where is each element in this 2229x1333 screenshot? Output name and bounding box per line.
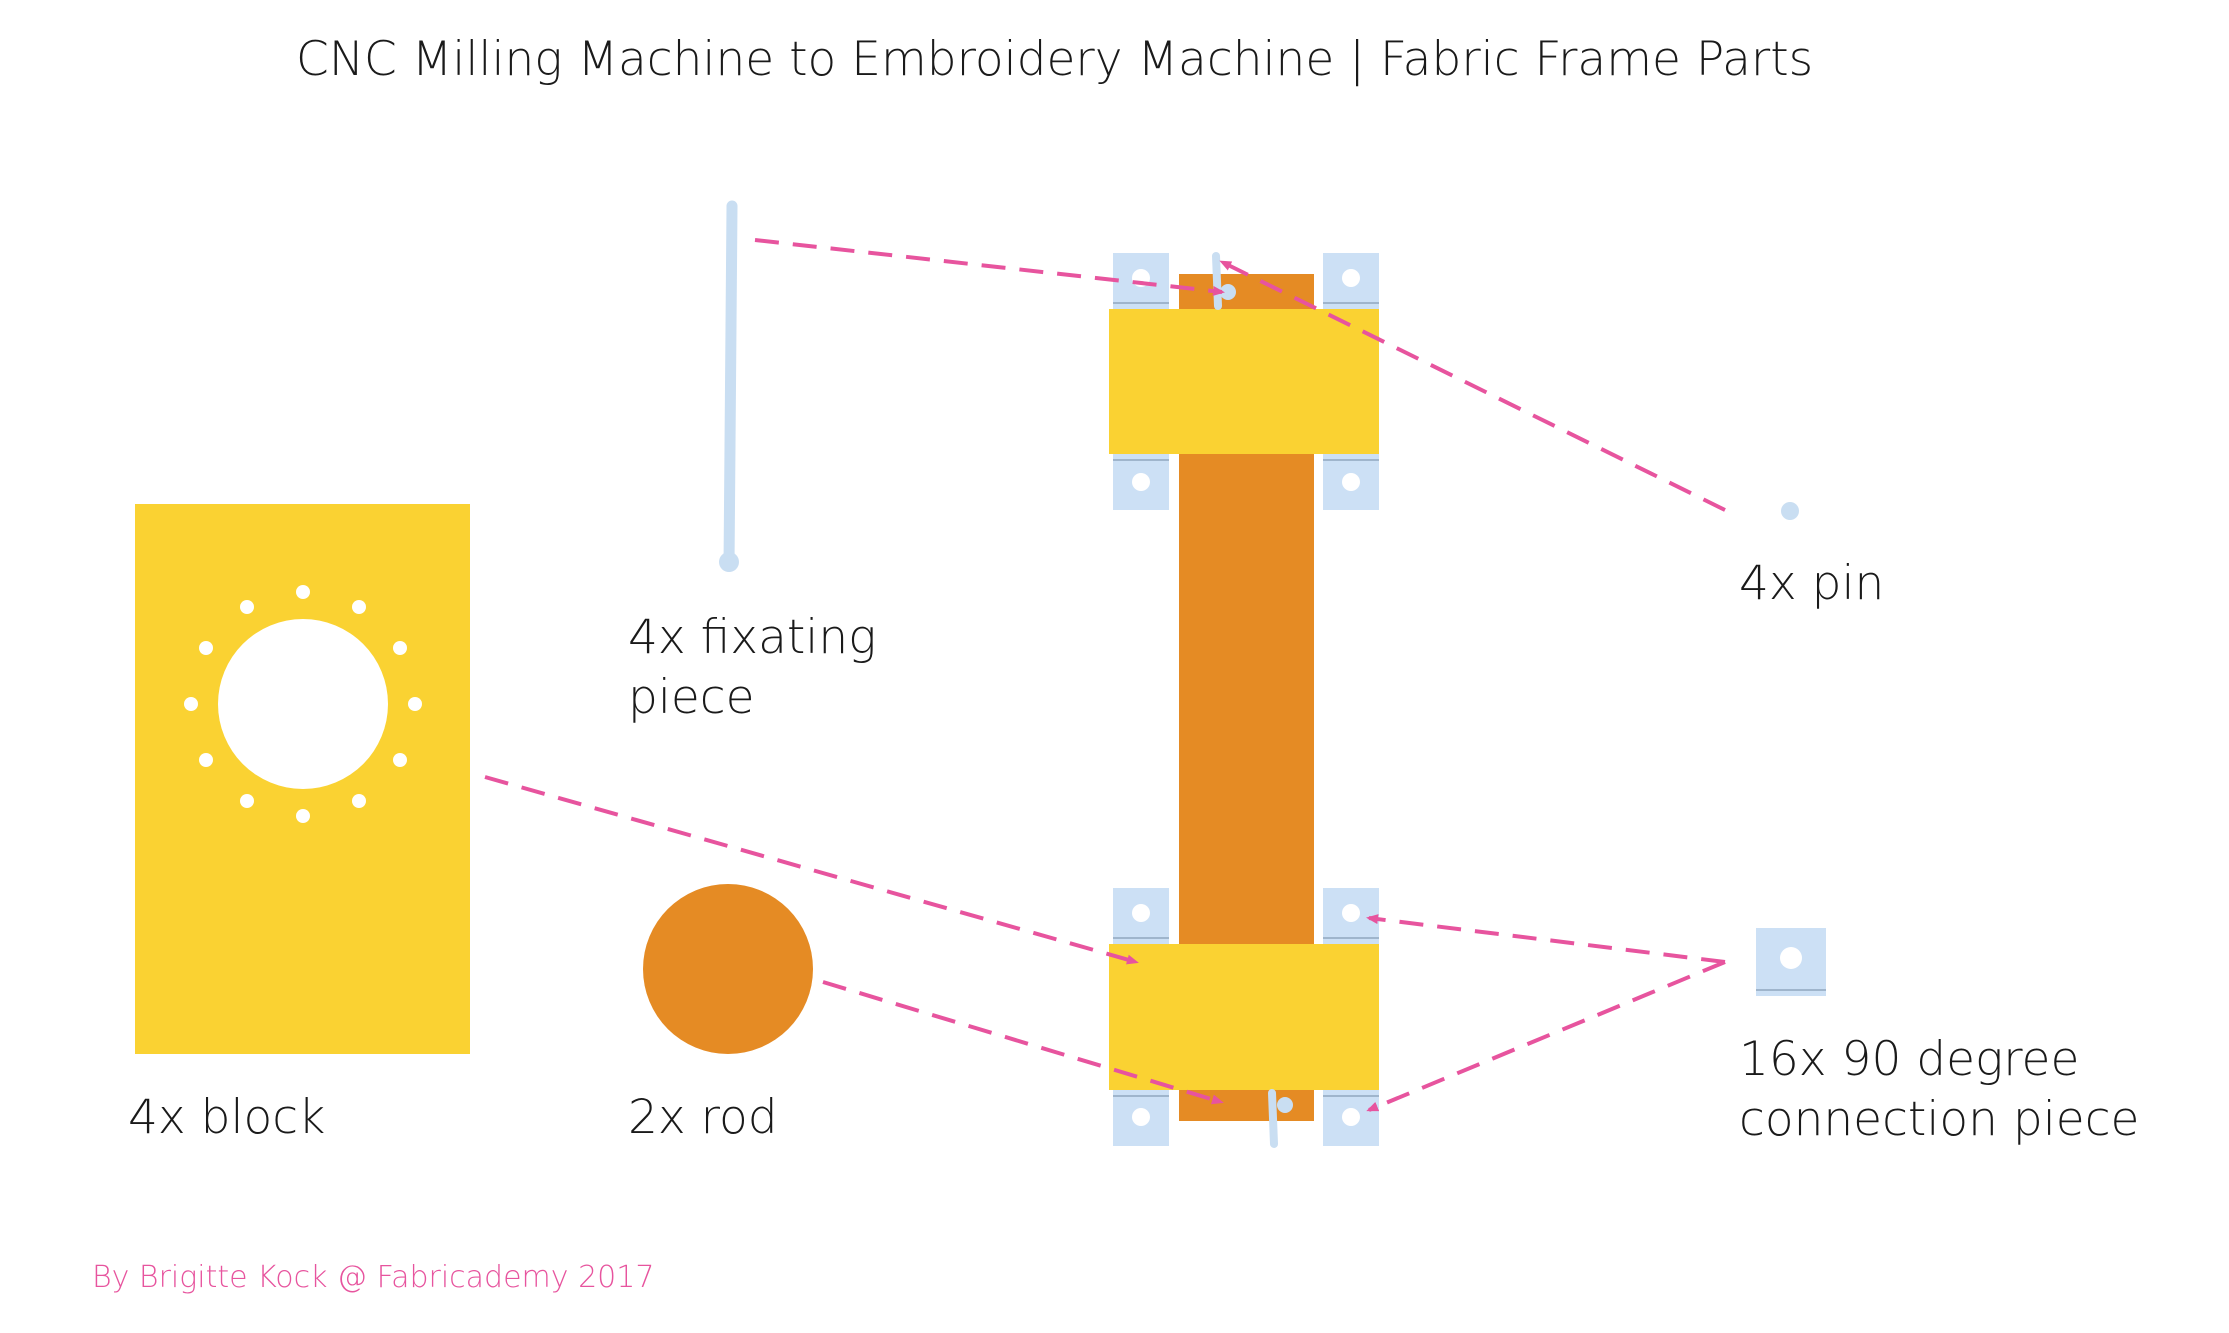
connection-piece-label: 16x 90 degree connection piece <box>1739 1032 2139 1147</box>
block-bolt-hole <box>240 600 254 614</box>
block-bolt-hole <box>393 753 407 767</box>
fixating-piece-label-line1: 4x fixating <box>628 610 876 665</box>
arrow-connection-upper <box>1366 914 1726 964</box>
connection-piece-part <box>1756 928 1826 996</box>
assembly-connection-piece <box>1113 888 1169 944</box>
block-bolt-hole <box>296 585 310 599</box>
assembly-connection-piece <box>1113 454 1169 510</box>
block-bolt-hole <box>184 697 198 711</box>
pin-label: 4x pin <box>1739 556 1884 611</box>
block-center-hole <box>218 619 388 789</box>
block-bolt-holes <box>184 585 422 823</box>
block-bolt-hole <box>352 794 366 808</box>
rod-label: 2x rod <box>628 1090 778 1145</box>
fixating-piece-label: 4x fixating piece <box>628 610 891 725</box>
assembly-connection-piece <box>1323 454 1379 510</box>
assembly-pin-top <box>1220 284 1236 300</box>
block-bolt-hole <box>352 600 366 614</box>
arrow-connection-lower <box>1366 960 1726 1112</box>
assembly-connection-piece <box>1113 1090 1169 1146</box>
arrow-fixating-piece <box>754 238 1225 296</box>
assembly-block-top <box>1109 309 1379 454</box>
assembly-fixating-piece-top <box>1212 252 1222 310</box>
block-bolt-hole <box>296 809 310 823</box>
credit-line: By Brigitte Kock @ Fabricademy 2017 <box>92 1260 654 1295</box>
block-bolt-hole <box>240 794 254 808</box>
arrow-block <box>484 775 1139 965</box>
fixating-piece-part <box>719 200 739 572</box>
assembly-fixating-piece-bottom <box>1268 1089 1278 1148</box>
assembly-connection-piece <box>1323 253 1379 309</box>
assembly-block-bottom <box>1109 944 1379 1090</box>
assembled-frame <box>1109 252 1379 1148</box>
assembly-connection-piece <box>1323 888 1379 944</box>
connection-piece-label-line2: connection piece <box>1739 1092 2139 1147</box>
arrow-pin <box>1219 260 1726 512</box>
block-label: 4x block <box>128 1090 325 1145</box>
block-part <box>135 504 470 1054</box>
assembly-connection-piece <box>1323 1090 1379 1146</box>
pin-part <box>1781 502 1799 520</box>
block-bolt-hole <box>393 641 407 655</box>
pointer-arrows <box>484 238 1726 1112</box>
rod-part <box>643 884 813 1054</box>
connection-piece-label-line1: 16x 90 degree <box>1739 1032 2079 1087</box>
block-bolt-hole <box>408 697 422 711</box>
fixating-piece-label-line2: piece <box>628 670 755 725</box>
block-bolt-hole <box>199 753 213 767</box>
assembly-pin-bottom <box>1277 1097 1293 1113</box>
page-title: CNC Milling Machine to Embroidery Machin… <box>296 32 1813 87</box>
arrow-rod <box>822 980 1224 1105</box>
block-bolt-hole <box>199 641 213 655</box>
